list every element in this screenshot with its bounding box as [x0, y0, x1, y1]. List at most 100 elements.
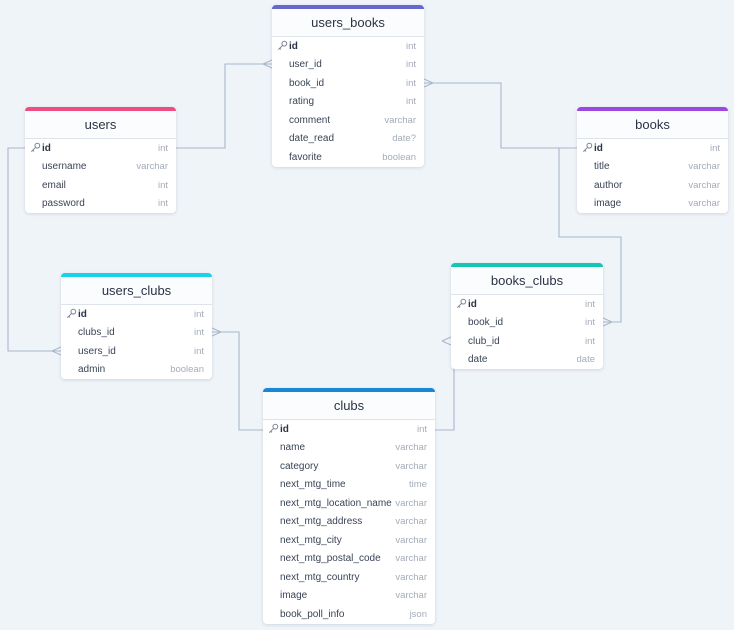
field-name: club_id: [468, 335, 500, 347]
field-row-club-id[interactable]: club_id int: [451, 332, 603, 351]
field-type: date?: [392, 133, 416, 145]
field-name: next_mtg_location_name: [280, 497, 392, 509]
field-name: title: [594, 161, 610, 173]
table-title[interactable]: books_clubs: [451, 267, 603, 295]
field-type: json: [409, 608, 427, 620]
field-row-password[interactable]: password int: [25, 195, 176, 214]
field-type: int: [584, 335, 595, 347]
relation-books-users-books[interactable]: [424, 82, 577, 149]
crow-foot-icon: [51, 346, 62, 356]
primary-key-icon: [66, 308, 77, 319]
field-type: int: [405, 59, 416, 71]
crow-foot-icon: [441, 336, 452, 346]
field-type: int: [405, 40, 416, 52]
field-type: varchar: [395, 516, 427, 528]
field-type: int: [405, 77, 416, 89]
field-row-next-mtg-postal-code[interactable]: next_mtg_postal_code varchar: [263, 550, 435, 569]
field-type: varchar: [395, 497, 427, 509]
field-type: varchar: [136, 161, 168, 173]
table-title[interactable]: books: [577, 111, 728, 139]
field-type: varchar: [395, 553, 427, 565]
table-title[interactable]: users: [25, 111, 176, 139]
field-type: boolean: [382, 151, 416, 163]
field-name: id: [42, 142, 51, 154]
field-row-title[interactable]: title varchar: [577, 158, 728, 177]
table-title[interactable]: clubs: [263, 392, 435, 420]
primary-key-icon: [268, 423, 279, 434]
field-name: rating: [289, 96, 315, 108]
field-name: next_mtg_time: [280, 479, 346, 491]
field-name: id: [78, 308, 87, 320]
field-name: next_mtg_city: [280, 534, 342, 546]
field-type: int: [157, 179, 168, 191]
field-type: int: [584, 298, 595, 310]
field-name: next_mtg_postal_code: [280, 553, 381, 565]
crow-foot-icon: [211, 327, 222, 337]
crow-foot-icon: [262, 59, 273, 69]
field-name: date: [468, 354, 488, 366]
field-row-clubs-id[interactable]: clubs_id int: [61, 324, 212, 343]
field-row-username[interactable]: username varchar: [25, 158, 176, 177]
field-row-email[interactable]: email int: [25, 176, 176, 195]
field-name: admin: [78, 364, 106, 376]
primary-key-icon: [456, 298, 467, 309]
field-type: int: [193, 327, 204, 339]
field-name: name: [280, 442, 306, 454]
field-name: id: [289, 40, 298, 52]
field-name: clubs_id: [78, 327, 115, 339]
field-type: varchar: [688, 161, 720, 173]
field-name: author: [594, 179, 623, 191]
field-type: varchar: [395, 460, 427, 472]
field-name: username: [42, 161, 87, 173]
primary-key-icon: [30, 142, 41, 153]
primary-key-icon: [277, 40, 288, 51]
relation-clubs-users-clubs[interactable]: [212, 331, 263, 431]
table-title[interactable]: users_books: [272, 9, 424, 37]
field-name: users_id: [78, 345, 116, 357]
field-type: varchar: [395, 534, 427, 546]
relation-users-users-books[interactable]: [176, 63, 272, 149]
field-row-id[interactable]: id int: [451, 295, 603, 314]
field-type: int: [584, 317, 595, 329]
field-row-next-mtg-city[interactable]: next_mtg_city varchar: [263, 531, 435, 550]
table-title[interactable]: users_clubs: [61, 277, 212, 305]
field-name: password: [42, 198, 85, 210]
field-row-id[interactable]: id int: [272, 37, 424, 56]
crow-foot-icon: [423, 78, 434, 88]
field-name: id: [468, 298, 477, 310]
field-type: int: [157, 198, 168, 210]
field-name: email: [42, 179, 66, 191]
